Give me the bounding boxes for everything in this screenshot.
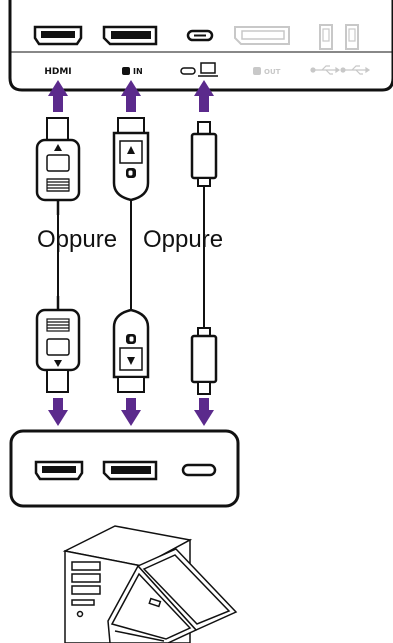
usb-c-symbol-icon: [180, 67, 196, 75]
usb-symbol-icon: [310, 65, 341, 75]
usb-symbol-icon-2: [340, 65, 371, 75]
displayport-icon-pc: [102, 460, 158, 481]
usb-a-port-icon-2: [345, 24, 359, 50]
computer-port-panel: [9, 429, 240, 508]
hdmi-port-icon: [33, 25, 83, 46]
hdmi-label: HDMI: [44, 67, 71, 77]
displayport-out-logo-icon: [253, 67, 261, 75]
arrow-down-dp: [121, 398, 141, 426]
usb-c-port-icon-pc: [181, 463, 217, 477]
displayport-out-icon: [234, 26, 290, 45]
arrow-up-hdmi: [48, 80, 68, 112]
hdmi-cable: [35, 117, 81, 393]
displayport-in-icon: [102, 25, 158, 46]
usb-c-cable: [190, 121, 218, 395]
usb-c-port-icon: [186, 29, 214, 42]
arrow-down-hdmi: [48, 398, 68, 426]
oppure-label-left: Oppure: [37, 226, 118, 253]
laptop-computer-icon: [107, 548, 238, 643]
oppure-label-right: Oppure: [143, 226, 224, 253]
displayport-logo-icon: [122, 67, 130, 75]
usb-a-port-icon: [319, 24, 333, 50]
monitor-port-panel: HDMI IN OUT: [8, 0, 393, 92]
displayport-cable: [112, 117, 150, 393]
laptop-icon: [198, 62, 218, 77]
arrow-down-usbc: [194, 398, 214, 426]
arrow-up-usbc: [194, 80, 214, 112]
arrow-up-dp: [121, 80, 141, 112]
hdmi-port-icon-pc: [34, 460, 84, 481]
dp-out-label: OUT: [264, 68, 281, 76]
dp-in-label: IN: [133, 67, 143, 76]
